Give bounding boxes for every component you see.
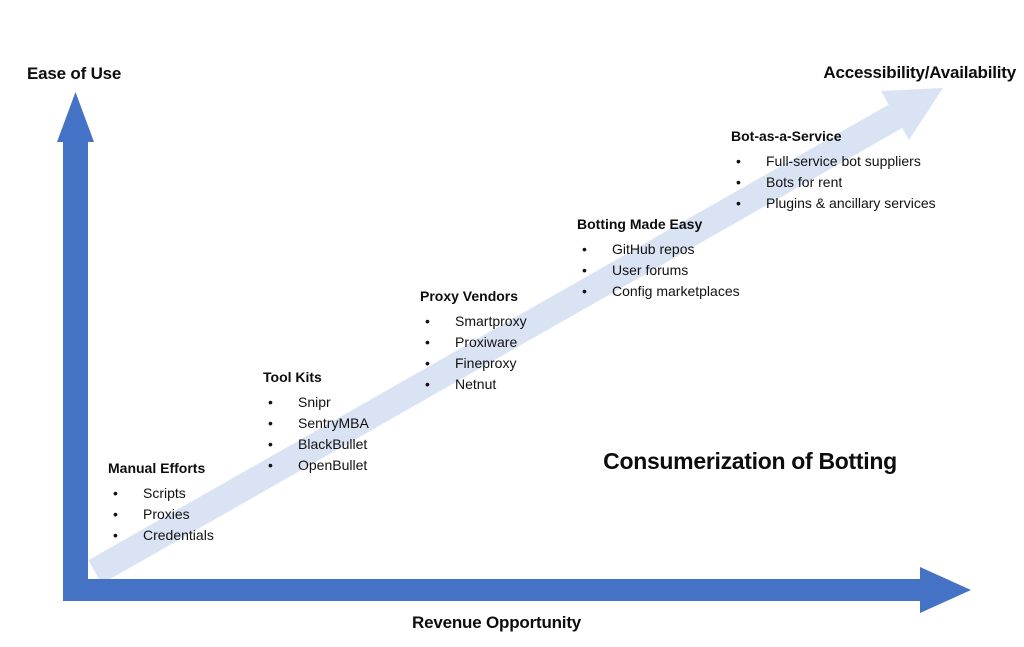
stage-item: Full-service bot suppliers	[731, 151, 936, 172]
stage-title: Tool Kits	[263, 369, 322, 385]
stage-item: OpenBullet	[263, 455, 369, 476]
diagram-title: Consumerization of Botting	[603, 448, 897, 474]
stage-item-list: Full-service bot suppliers Bots for rent…	[731, 151, 936, 214]
stage-bot-as-a-service: Bot-as-a-Service Full-service bot suppli…	[731, 128, 936, 214]
stage-item-list: Smartproxy Proxiware Fineproxy Netnut	[420, 311, 527, 395]
stage-title: Bot-as-a-Service	[731, 128, 842, 144]
stage-proxy-vendors: Proxy Vendors Smartproxy Proxiware Finep…	[420, 288, 527, 395]
stage-manual-efforts: Manual Efforts Scripts Proxies Credentia…	[108, 460, 214, 546]
stage-item: Config marketplaces	[577, 281, 740, 302]
stage-item: Proxiware	[420, 332, 527, 353]
y-axis-label: Ease of Use	[27, 64, 122, 83]
x-axis-label: Revenue Opportunity	[412, 613, 582, 632]
y-axis-shaft	[63, 140, 88, 601]
stage-item: GitHub repos	[577, 239, 740, 260]
stage-title: Proxy Vendors	[420, 288, 519, 304]
x-axis-arrowhead-icon	[920, 567, 971, 613]
stage-item: SentryMBA	[263, 413, 369, 434]
stage-botting-made-easy: Botting Made Easy GitHub repos User foru…	[577, 216, 740, 302]
stage-item: Smartproxy	[420, 311, 527, 332]
stage-item-list: Scripts Proxies Credentials	[108, 483, 214, 546]
stage-item: Netnut	[420, 374, 527, 395]
stage-item: Credentials	[108, 525, 214, 546]
stage-item: Bots for rent	[731, 172, 936, 193]
y-axis-arrowhead-icon	[57, 92, 94, 142]
stage-item: Scripts	[108, 483, 214, 504]
stage-item-list: Snipr SentryMBA BlackBullet OpenBullet	[263, 392, 369, 476]
stage-tool-kits: Tool Kits Snipr SentryMBA BlackBullet Op…	[263, 369, 369, 476]
stage-item-list: GitHub repos User forums Config marketpl…	[577, 239, 740, 302]
diagonal-axis-label: Accessibility/Availability	[823, 63, 1016, 82]
stage-item: User forums	[577, 260, 740, 281]
stage-item: BlackBullet	[263, 434, 369, 455]
stage-item: Plugins & ancillary services	[731, 193, 936, 214]
stage-item: Snipr	[263, 392, 369, 413]
stage-title: Botting Made Easy	[577, 216, 703, 232]
x-axis-shaft	[63, 579, 920, 601]
stage-item: Proxies	[108, 504, 214, 525]
diagonal-arrow-head-icon	[881, 88, 943, 140]
stage-item: Fineproxy	[420, 353, 527, 374]
stage-title: Manual Efforts	[108, 460, 206, 476]
